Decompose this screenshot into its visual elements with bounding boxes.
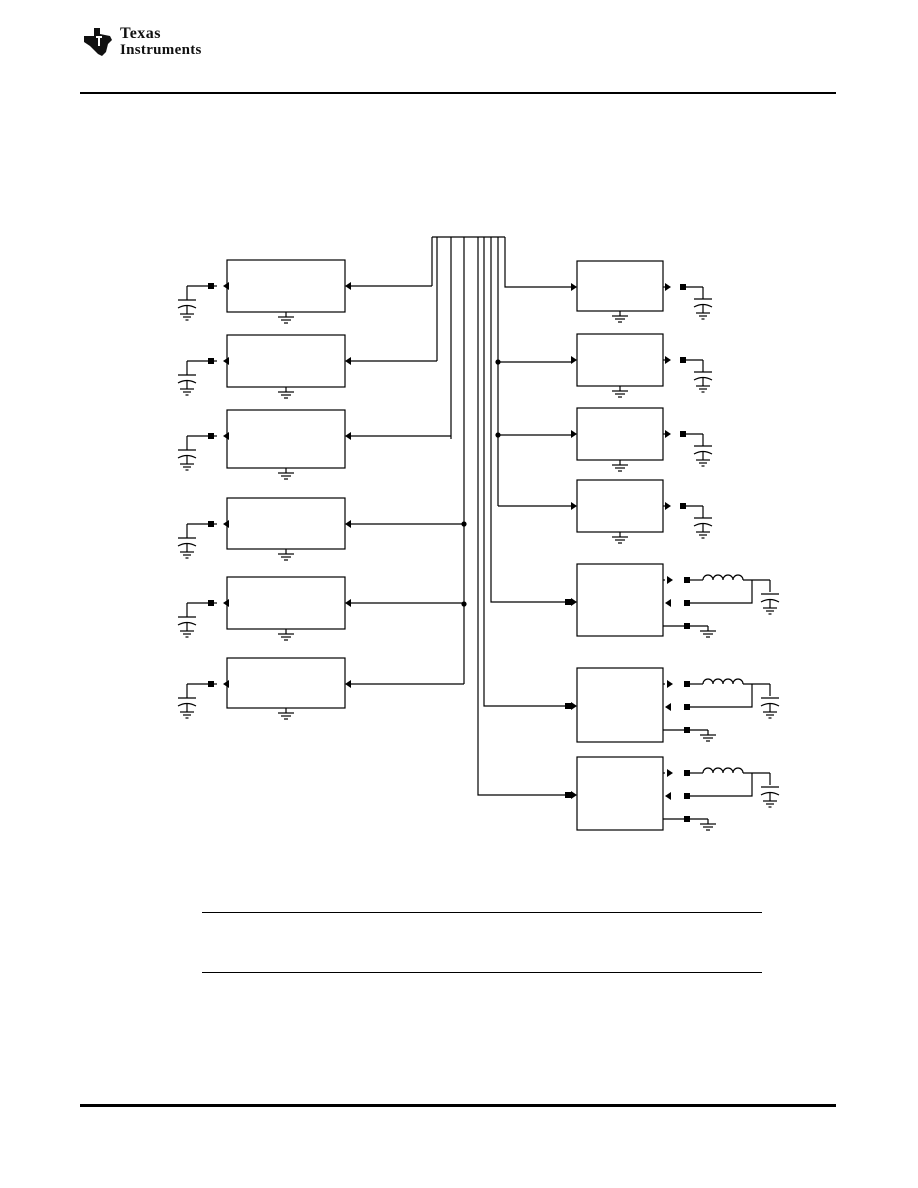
output-pin [208,521,214,527]
output-arrow [223,520,229,528]
output-pin [680,431,686,437]
input-arrow [571,283,577,291]
output-arrow [223,282,229,290]
output-arrow [665,502,671,510]
ground-pin [684,623,690,629]
ldo-block-left [226,334,346,388]
junction-dot [461,521,467,527]
input-arrow [345,357,351,365]
junction-dot [461,601,467,607]
input-arrow [345,680,351,688]
input-arrow [345,520,351,528]
output-arrow [665,283,671,291]
input-arrow [571,356,577,364]
input-pin [565,703,571,709]
ldo-block-left [226,259,346,313]
bus-input-wire [477,237,565,796]
buck-converter-block [576,563,664,637]
output-pin [208,600,214,606]
output-pin [680,357,686,363]
ldo-block-right [576,479,664,533]
bus-input-wire [490,237,565,603]
output-arrow [223,432,229,440]
input-pin [565,599,571,605]
input-arrow [345,282,351,290]
feedback-pin [684,600,690,606]
logo-line2: Instruments [120,42,202,58]
ldo-block-right [576,260,664,312]
note-rule-top [202,912,762,913]
feedback-wire [690,684,753,708]
output-arrow [665,430,671,438]
buck-converter-block [576,667,664,743]
ground-pin [684,727,690,733]
switch-arrow [667,769,673,777]
input-arrow [571,502,577,510]
feedback-wire [690,773,753,797]
feedback-arrow [665,703,671,711]
logo-line1: Texas [120,25,162,42]
note-rule-bottom [202,972,762,973]
header-rule [80,92,836,94]
junction-dot [495,432,501,438]
buck-converter-block [576,756,664,831]
texas-state-icon [84,28,112,56]
output-arrow [665,356,671,364]
inductor [702,767,744,774]
input-arrow [345,599,351,607]
output-pin [208,433,214,439]
junction-dot [495,359,501,365]
input-arrow [571,702,577,710]
feedback-pin [684,793,690,799]
ldo-block-right [576,407,664,461]
feedback-arrow [665,599,671,607]
bus-input-wire [504,237,571,288]
output-pin [680,284,686,290]
ldo-block-left [226,657,346,709]
output-pin [208,358,214,364]
ldo-block-left [226,409,346,469]
input-pin [565,792,571,798]
switch-arrow [667,680,673,688]
output-pin [680,503,686,509]
input-arrow [571,430,577,438]
output-pin [208,681,214,687]
feedback-pin [684,704,690,710]
input-arrow [571,598,577,606]
output-arrow [223,357,229,365]
switch-pin [684,770,690,776]
inductor [702,678,744,685]
ti-logo: Texas Instruments [80,24,230,64]
output-pin [208,283,214,289]
bus-input-wire [483,237,565,707]
output-arrow [223,599,229,607]
ground-pin [684,816,690,822]
footer-rule [80,1104,836,1107]
switch-pin [684,681,690,687]
feedback-arrow [665,792,671,800]
ldo-block-right [576,333,664,387]
ldo-block-left [226,497,346,550]
inductor [702,574,744,581]
switch-pin [684,577,690,583]
input-arrow [571,791,577,799]
feedback-wire [690,580,753,604]
ldo-block-left [226,576,346,630]
logo-wordmark: Texas Instruments [120,25,202,59]
switch-arrow [667,576,673,584]
input-arrow [345,432,351,440]
output-arrow [223,680,229,688]
